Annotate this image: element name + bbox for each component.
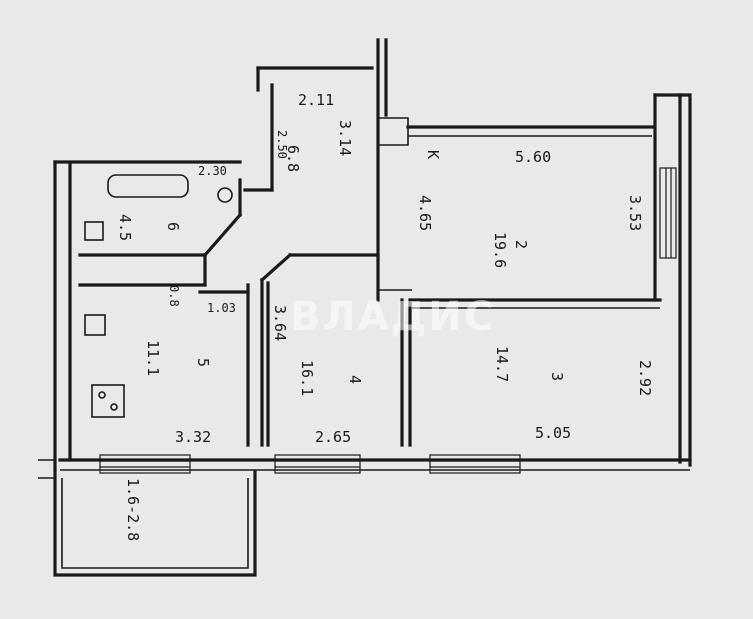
- dim-right-bottom: 2.92: [636, 360, 654, 396]
- dimension-labels: 5.60 2.11 2.50 3.14 3.53 2.92 4.65 5.05 …: [124, 91, 654, 541]
- washbasin-icon: [217, 187, 233, 203]
- dim-toilet-width: 0.8: [167, 285, 181, 307]
- dim-right-top: 3.53: [626, 195, 644, 231]
- room-labels: 2 19.6 3 14.7 4 16.1 5 11.1 6 4.5 6.8 К: [116, 145, 566, 396]
- room-3-area: 14.7: [493, 346, 511, 382]
- hall-letter: К: [424, 150, 442, 159]
- room-4-number: 4: [346, 375, 364, 384]
- dim-balcony: 1.6-2.8: [124, 478, 142, 541]
- walls: [53, 38, 692, 472]
- room-5-number: 5: [194, 358, 212, 367]
- dim-bottom-right: 5.05: [535, 424, 571, 442]
- room-5-area: 11.1: [144, 340, 162, 376]
- room-3-number: 3: [548, 372, 566, 381]
- toilet-icon: [84, 221, 104, 241]
- room-4-area: 16.1: [298, 360, 316, 396]
- room-2-number: 2: [512, 240, 530, 249]
- dim-room4-side: 3.64: [271, 305, 289, 341]
- dim-middle-vertical: 4.65: [416, 195, 434, 231]
- dim-hall-top: 2.11: [298, 91, 334, 109]
- room-6-number: 6: [164, 222, 182, 231]
- fixtures: [84, 174, 233, 418]
- sink-icon: [84, 314, 106, 336]
- hall-area: 6.8: [284, 145, 302, 172]
- dim-bath-top: 2.30: [198, 164, 227, 178]
- dim-closet: 1.03: [207, 301, 236, 315]
- stove-icon: [91, 384, 125, 418]
- windows: [99, 167, 677, 474]
- dim-hall-side: 2.50: [275, 130, 289, 159]
- bathtub-icon: [107, 174, 189, 198]
- dim-kitchen-bottom: 3.32: [175, 428, 211, 446]
- room-6-area: 4.5: [116, 214, 134, 241]
- balcony: [38, 459, 257, 577]
- dim-bottom-middle: 2.65: [315, 428, 351, 446]
- dim-top-wall: 5.60: [515, 148, 551, 166]
- dim-corridor: 3.14: [336, 120, 354, 156]
- watermark-text: ВЛАДИС: [290, 294, 495, 340]
- room-2-area: 19.6: [491, 232, 509, 268]
